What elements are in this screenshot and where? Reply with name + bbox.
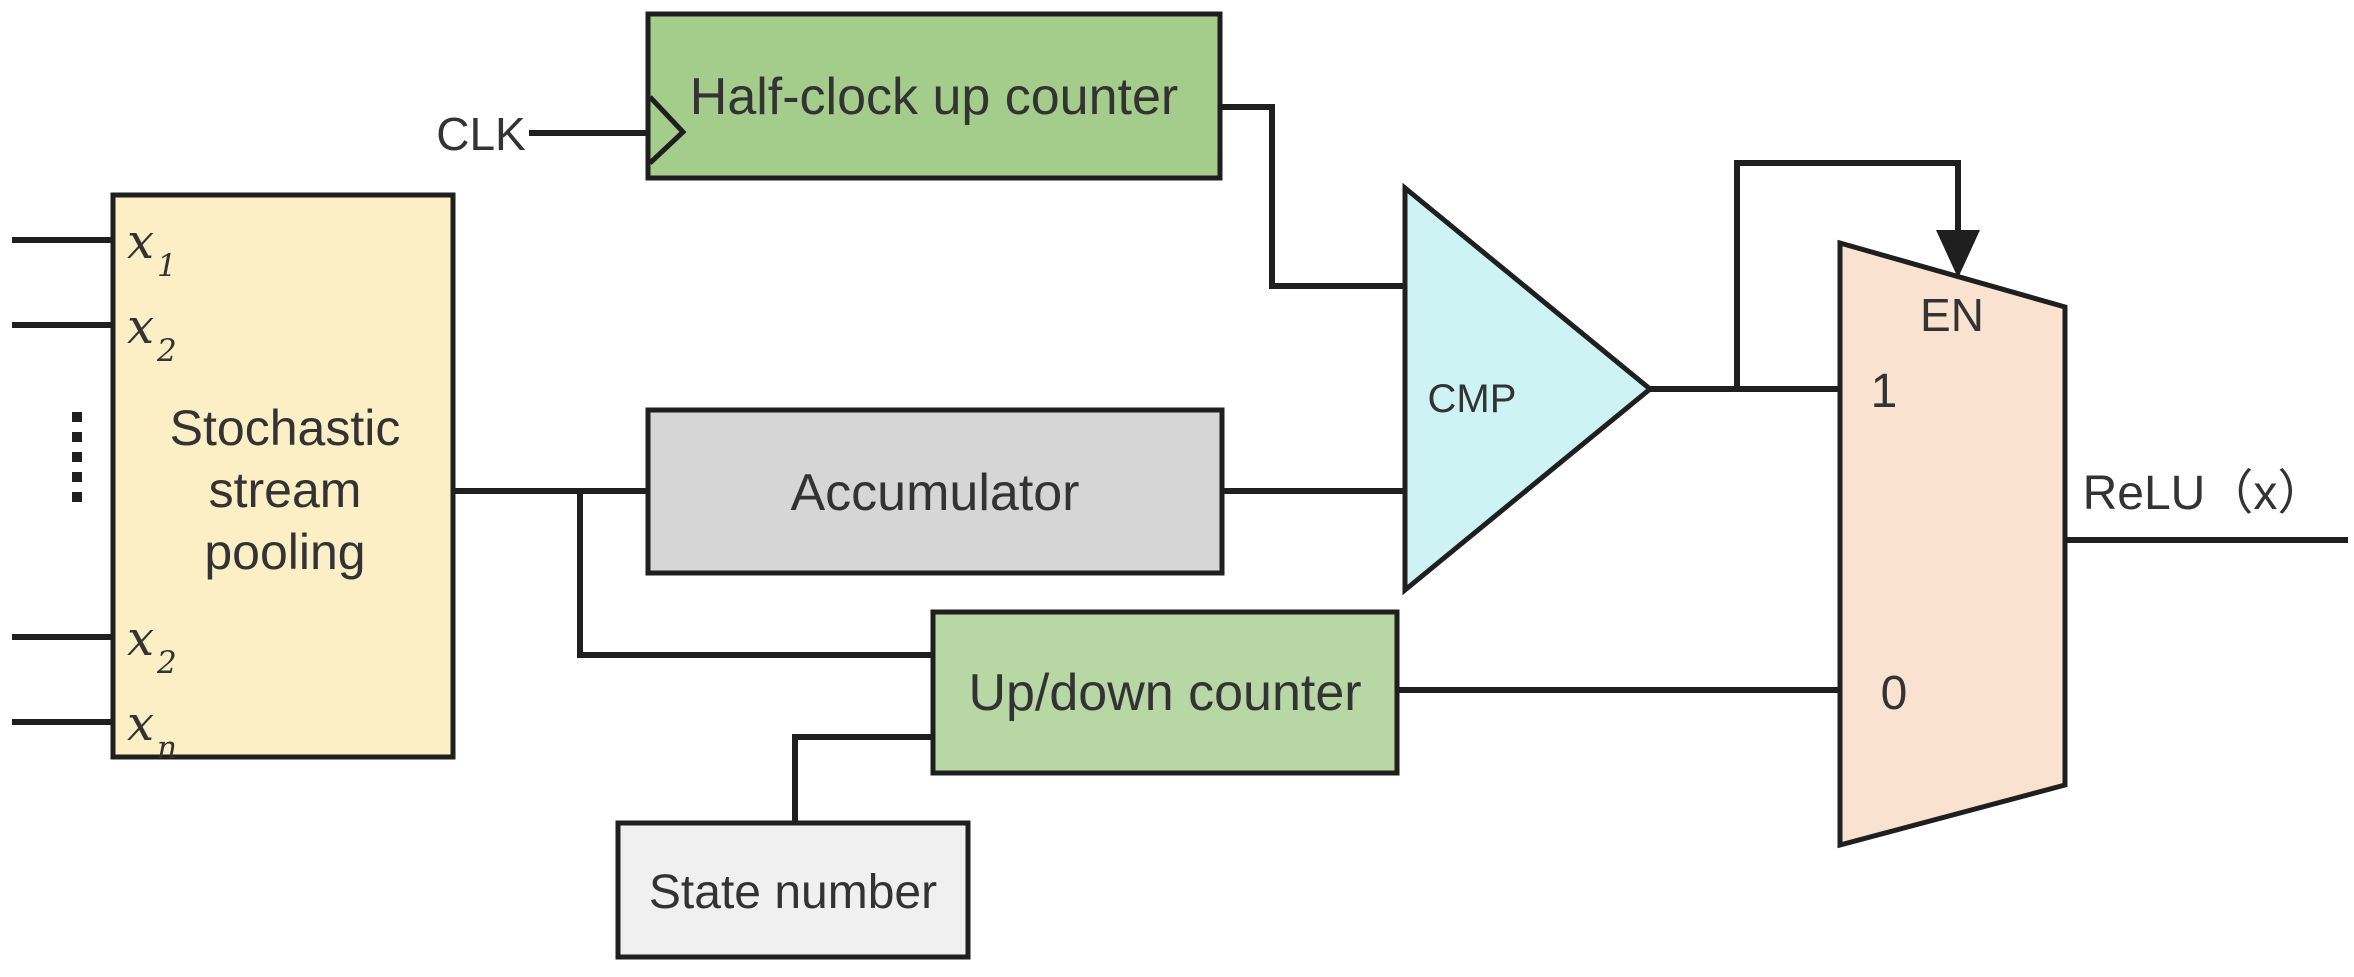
clk-label: CLK bbox=[436, 108, 526, 160]
text-layer: Stochastic stream pooling Half-clock up … bbox=[127, 68, 2325, 919]
accumulator-block bbox=[645, 407, 1225, 576]
input-label-x1-sub: 1 bbox=[157, 248, 177, 284]
cmp-label: CMP bbox=[1428, 377, 1517, 421]
input-label-x2b-sub: 2 bbox=[156, 645, 177, 681]
wire-state-to-updown bbox=[792, 734, 934, 826]
pooling-label-line1: Stochastic bbox=[170, 400, 401, 456]
clock-edge-chevron-icon bbox=[648, 95, 687, 165]
wire-cmp-feedback-to-en bbox=[1734, 160, 1961, 392]
wire-pooling-branch-to-updown bbox=[577, 488, 934, 658]
wire-halfclock-to-cmp bbox=[1217, 104, 1406, 289]
state-number-block bbox=[615, 820, 971, 960]
updown-counter-label: Up/down counter bbox=[968, 664, 1361, 722]
pooling-label-line2: stream bbox=[209, 462, 362, 518]
input-label-x2-sub: 2 bbox=[156, 333, 177, 369]
cmp-comparator-triangle bbox=[1402, 182, 1654, 596]
input-labels: x 1 x 2 x 2 x n bbox=[127, 214, 177, 766]
mux-trapezoid bbox=[1837, 239, 2068, 849]
input-label-x2-base: x bbox=[127, 299, 154, 355]
halfclock-label: Half-clock up counter bbox=[690, 68, 1178, 126]
input-label-xn-sub: n bbox=[157, 730, 177, 766]
updown-counter-block bbox=[930, 609, 1400, 776]
state-number-label: State number bbox=[649, 866, 937, 919]
block-layer bbox=[110, 11, 2068, 960]
pooling-label-line3: pooling bbox=[204, 524, 365, 580]
mux-input1-label: 1 bbox=[1871, 365, 1898, 418]
accumulator-label: Accumulator bbox=[791, 464, 1080, 522]
wire-layer bbox=[12, 104, 2348, 826]
relu-output-label: ReLU（x） bbox=[2083, 467, 2326, 520]
mux-en-label: EN bbox=[1920, 289, 1984, 341]
mux-input0-label: 0 bbox=[1881, 667, 1908, 720]
pooling-block bbox=[110, 192, 456, 760]
halfclock-block bbox=[645, 11, 1223, 181]
input-label-xn-base: x bbox=[127, 696, 154, 752]
en-arrowhead-icon bbox=[1936, 230, 1980, 278]
input-label-x1-base: x bbox=[127, 214, 154, 270]
input-label-x2b-base: x bbox=[127, 611, 154, 667]
